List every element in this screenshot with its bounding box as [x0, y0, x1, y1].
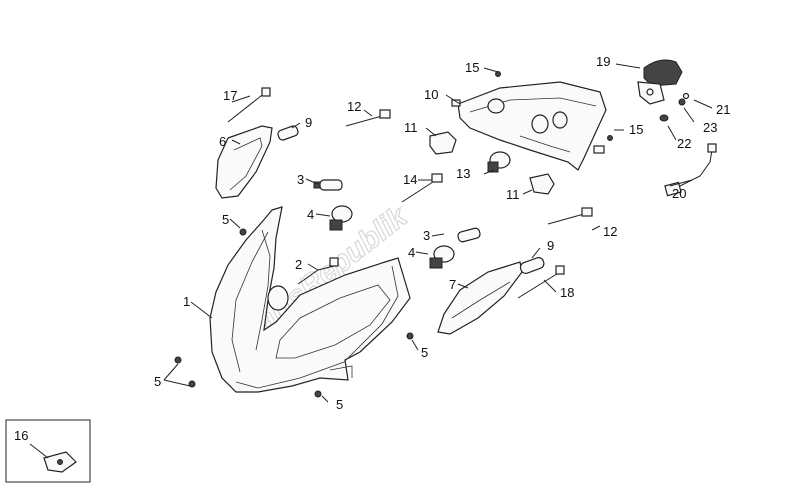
label-part-11-right: 11 — [506, 187, 520, 202]
label-part-4-upper: 4 — [307, 207, 314, 222]
screw-5-c — [188, 380, 196, 388]
screw-5-d — [314, 390, 322, 398]
label-part-16: 16 — [14, 428, 28, 443]
cable-14 — [401, 173, 443, 203]
label-part-23: 23 — [703, 120, 717, 135]
label-part-22: 22 — [677, 136, 691, 151]
label-part-21: 21 — [716, 102, 730, 117]
cable-12-lower — [547, 207, 593, 225]
label-part-17: 17 — [223, 88, 237, 103]
socket-11-right — [529, 173, 555, 195]
bulb-3-upper — [313, 179, 343, 191]
label-part-14: 14 — [403, 172, 417, 187]
label-part-10: 10 — [424, 87, 438, 102]
screw-5-b — [174, 356, 182, 364]
headlight-rear-body — [451, 81, 607, 171]
label-part-15-lower: 15 — [629, 122, 643, 137]
label-part-13: 13 — [456, 166, 470, 181]
label-part-1: 1 — [183, 294, 190, 309]
screw-15-a — [495, 71, 501, 77]
label-part-18: 18 — [560, 285, 574, 300]
bulb-13 — [487, 151, 511, 173]
label-part-4-lower: 4 — [408, 245, 415, 260]
socket-11-left — [429, 131, 457, 155]
label-part-12-upper: 12 — [347, 99, 361, 114]
inset-part-16 — [5, 419, 91, 483]
label-part-9-upper: 9 — [305, 115, 312, 130]
cable-18 — [517, 265, 565, 299]
label-part-15-upper: 15 — [465, 60, 479, 75]
left-side-cover — [215, 125, 273, 199]
label-part-7: 7 — [449, 277, 456, 292]
rear-cap — [637, 59, 683, 105]
headlight-housing — [209, 206, 411, 393]
bulb-9-upper — [277, 125, 299, 141]
cable-17 — [227, 87, 271, 123]
bulb-3-lower — [457, 227, 481, 243]
label-part-6: 6 — [219, 134, 226, 149]
label-part-3-lower: 3 — [423, 228, 430, 243]
bulb-4-lower — [429, 245, 455, 269]
label-part-2: 2 — [295, 257, 302, 272]
label-part-9-lower: 9 — [547, 238, 554, 253]
label-part-5-a: 5 — [222, 212, 229, 227]
label-part-11-left: 11 — [404, 120, 418, 135]
bulb-4-upper — [329, 205, 353, 231]
right-side-cover — [437, 261, 523, 335]
label-part-5-d: 5 — [421, 345, 428, 360]
bulb-9-lower — [519, 257, 545, 274]
label-part-20: 20 — [672, 186, 686, 201]
label-part-19: 19 — [596, 54, 610, 69]
label-part-3-upper: 3 — [297, 172, 304, 187]
leader-lines — [163, 63, 713, 403]
label-part-5-c: 5 — [336, 397, 343, 412]
label-part-5-b: 5 — [154, 374, 161, 389]
cable-12-upper — [345, 109, 391, 127]
screw-15-b — [607, 135, 613, 141]
screw-5-a — [239, 228, 247, 236]
washer-nut-set — [659, 92, 690, 122]
screw-5-e — [406, 332, 414, 340]
label-part-12-lower: 12 — [603, 224, 617, 239]
